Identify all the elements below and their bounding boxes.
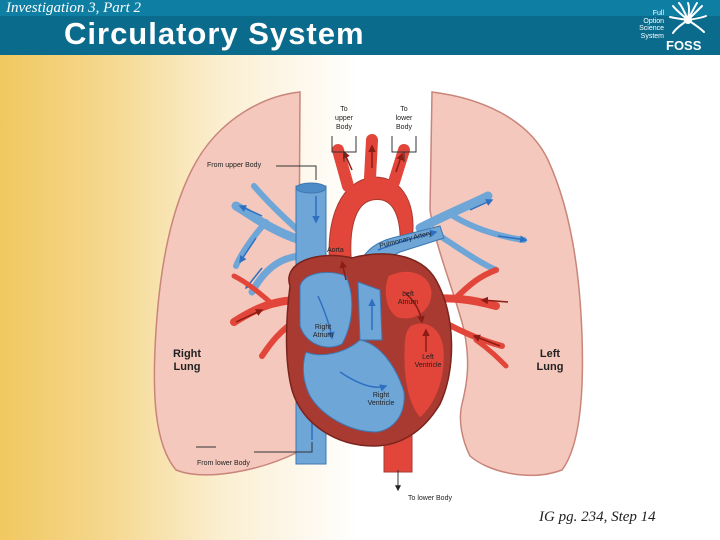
pulmonary-trunk-arrow — [377, 229, 438, 251]
pulmonary-arrows — [238, 199, 528, 290]
svg-text:Atrium: Atrium — [313, 332, 333, 339]
svg-text:lower: lower — [396, 115, 413, 122]
aortic-arrows — [343, 144, 404, 173]
heart — [285, 253, 453, 447]
from-upper-body-label: From upper Body — [207, 162, 262, 169]
to-lower-body-top-label: To lower Body — [396, 106, 413, 131]
svg-text:upper: upper — [335, 115, 354, 122]
svg-text:Right: Right — [315, 324, 331, 331]
header-band — [0, 0, 720, 16]
left-lung-label: Left Lung — [537, 348, 564, 373]
svg-text:Ventricle: Ventricle — [415, 362, 442, 369]
svg-text:Atrium: Atrium — [398, 299, 418, 306]
from-lower-body-label: From lower Body — [197, 460, 250, 467]
page-reference: IG pg. 234, Step 14 — [539, 509, 656, 525]
svg-text:Right: Right — [373, 392, 389, 399]
to-lower-body-bottom-label: To lower Body — [408, 495, 452, 502]
header-bar: Investigation 3, Part 2 Circulatory Syst… — [0, 0, 720, 55]
svg-text:Body: Body — [336, 124, 352, 131]
heart-flow-arrows — [317, 260, 430, 392]
pulmonary-vein-arrows — [235, 296, 509, 347]
svg-text:Lung: Lung — [537, 361, 564, 373]
svg-text:Lung: Lung — [174, 361, 201, 373]
to-upper-body-label: To upper Body — [335, 106, 354, 131]
slide-title: Circulatory System — [64, 16, 365, 51]
svg-text:Right: Right — [173, 348, 201, 360]
svg-text:To: To — [340, 106, 348, 113]
aorta-label: Aorta — [327, 247, 344, 254]
slide-subtitle: Investigation 3, Part 2 — [6, 0, 141, 16]
label-leaders — [196, 136, 417, 492]
svg-text:Body: Body — [396, 124, 412, 131]
left-atrium-label: Left Atrium — [398, 291, 418, 306]
right-lung-label: Right Lung — [173, 348, 201, 373]
svg-text:Ventricle: Ventricle — [368, 400, 395, 407]
svg-text:Left: Left — [540, 348, 561, 360]
right-lung — [153, 91, 301, 476]
right-ventricle-label: Right Ventricle — [368, 392, 395, 407]
left-lung — [429, 91, 584, 476]
sunburst-icon — [669, 2, 707, 34]
foss-logo: Full Option Science System FOSS — [628, 2, 716, 54]
right-atrium-label: Right Atrium — [313, 324, 333, 339]
left-ventricle-label: Left Ventricle — [415, 354, 442, 369]
logo-words: Full Option Science System — [639, 10, 664, 40]
svg-text:Left: Left — [422, 354, 434, 361]
svg-text:To: To — [400, 106, 408, 113]
svg-text:Left: Left — [402, 291, 414, 298]
logo-brand: FOSS — [666, 38, 702, 53]
